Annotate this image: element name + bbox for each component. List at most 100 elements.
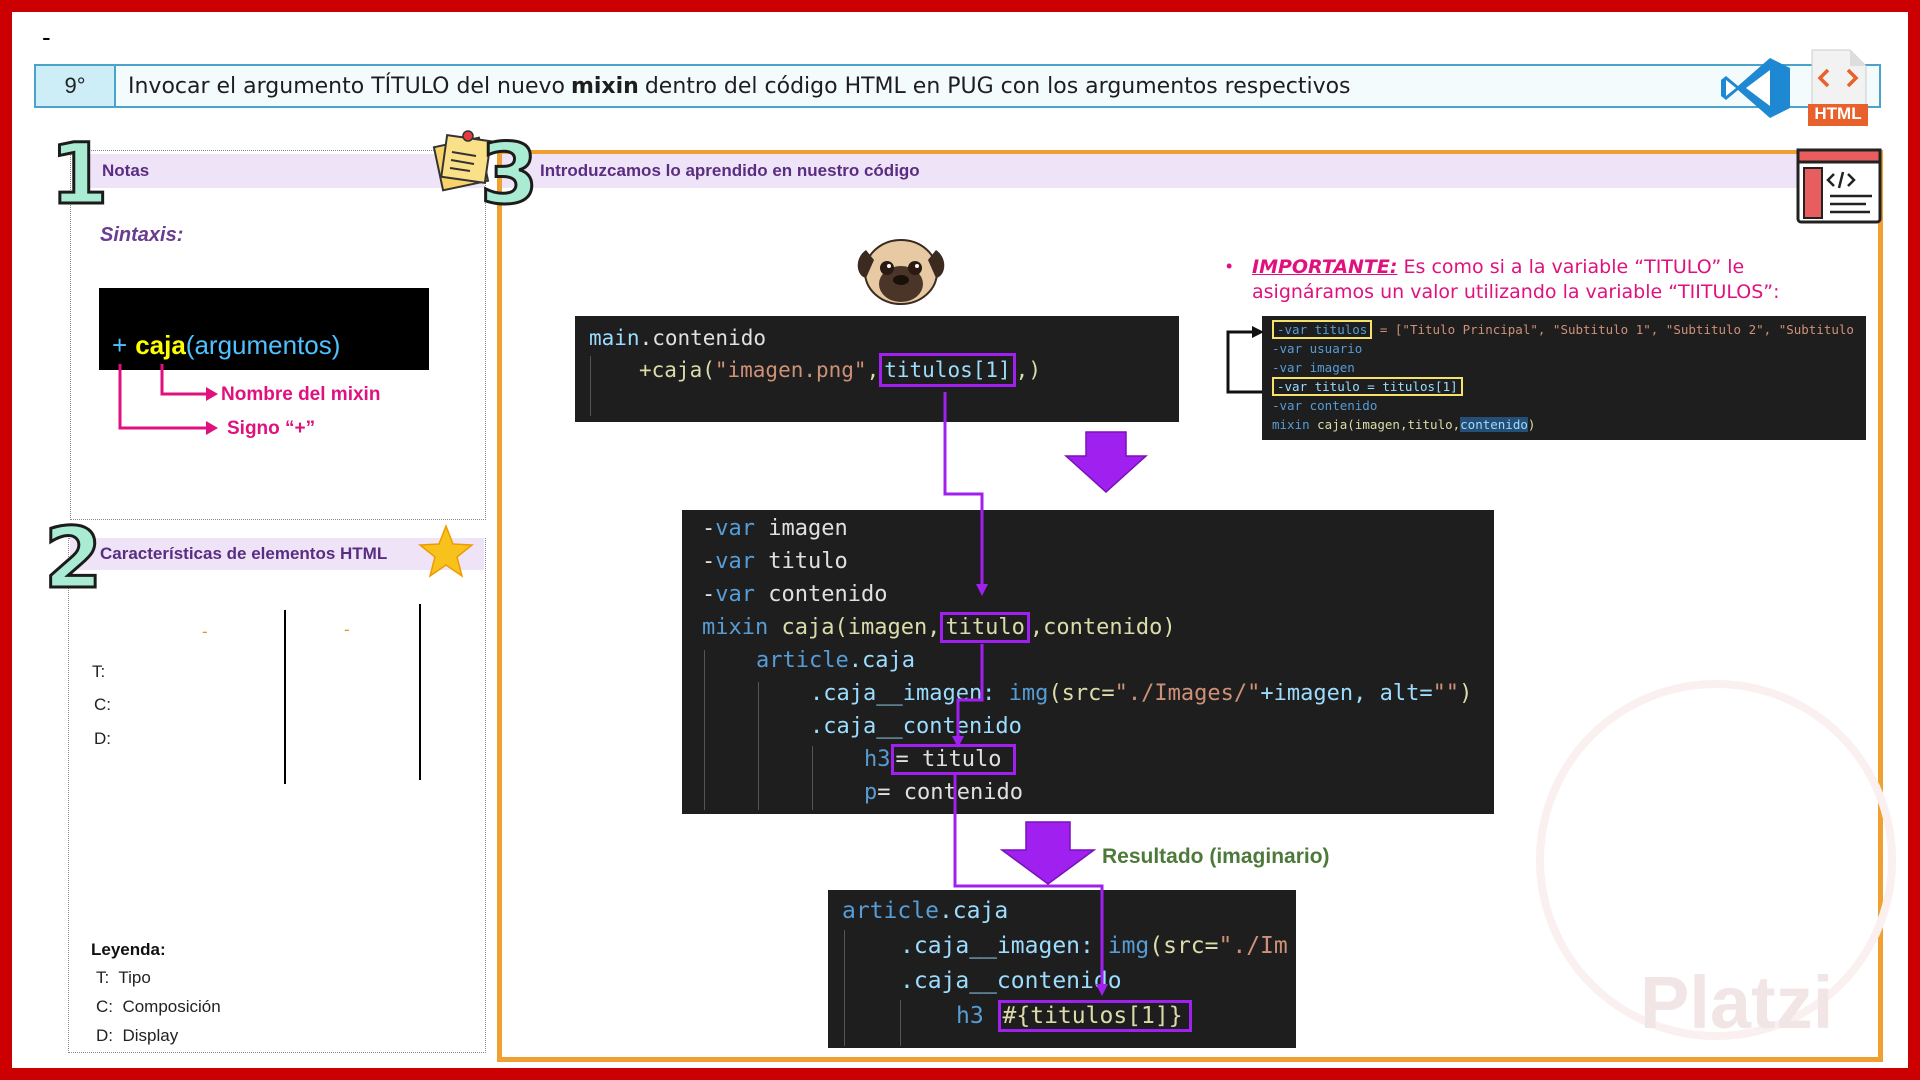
highlight-h3-titulo: = titulo — [890, 744, 1017, 775]
code3-line-4: mixin caja(imagen,titulo,contenido) — [702, 611, 1176, 644]
code-token: -var titulos — [1277, 322, 1368, 337]
code-block-call: main.contenido +caja("imagen.png",titulo… — [575, 316, 1179, 422]
code-token: = ["Titulo Principal", "Subtitulo 1", "S… — [1372, 322, 1854, 337]
step-title: Invocar el argumento TÍTULO del nuevo mi… — [128, 66, 1351, 106]
code-line-1: main.contenido — [589, 322, 766, 354]
notes-band: Notas — [72, 154, 484, 188]
indent-guide — [590, 356, 591, 416]
code4-line-3: .caja__contenido — [900, 968, 1122, 994]
code-token: h3 — [864, 747, 891, 772]
code-token: "imagen.png" — [714, 358, 867, 382]
legend-key: C: — [96, 997, 113, 1016]
important-label: IMPORTANTE: — [1252, 256, 1398, 278]
code-token: ) — [1527, 417, 1536, 432]
code3-line-1: -var imagen — [702, 512, 848, 545]
code2-line-1: -var titulos = ["Titulo Principal", "Sub… — [1272, 320, 1854, 339]
indent-guide — [900, 1000, 901, 1046]
code3-line-3: -var contenido — [702, 578, 887, 611]
row-t-label: T: — [92, 662, 106, 681]
notes-section — [70, 150, 486, 520]
syntax-arrows — [118, 364, 218, 435]
code-token: var — [715, 516, 755, 541]
important-bullet: • — [1226, 256, 1233, 276]
code4-line-2: .caja__imagen: img(src="./Im — [900, 929, 1288, 964]
code-token: , — [866, 358, 880, 382]
legend-value: Display — [122, 1026, 179, 1045]
indent-guide — [704, 650, 705, 810]
code3-line-5: article.caja — [756, 644, 915, 677]
top-dash: - — [42, 22, 51, 52]
code-token: ,contenido) — [1029, 615, 1176, 640]
pug-icon — [857, 239, 945, 305]
highlight-titulos: titulos[1] — [879, 353, 1016, 387]
row-c-label: C: — [94, 695, 111, 714]
vscode-icon — [1721, 58, 1790, 118]
step-title-pre: Invocar el argumento TÍTULO del nuevo — [128, 73, 565, 99]
practice-title: Introduzcamos lo aprendido en nuestro có… — [540, 161, 920, 180]
label-mixin-name: Nombre del mixin — [221, 384, 381, 405]
code-token: caja — [768, 615, 835, 640]
legend-title: Leyenda: — [91, 940, 166, 959]
highlight-titulos-result: #{titulos[1]} — [997, 1000, 1192, 1032]
code-token: .contenido — [639, 326, 767, 350]
code-token: "./Im — [1218, 933, 1288, 959]
step-title-bold: mixin — [570, 73, 639, 99]
code-token: +imagen, alt= — [1260, 681, 1433, 706]
code3-line-9: p= contenido — [864, 776, 1023, 809]
legend-value: Tipo — [118, 968, 151, 987]
code-token: caja — [1317, 417, 1348, 432]
code3-line-6: .caja__imagen: img(src="./Images/"+image… — [810, 677, 1472, 710]
label-plus-sign: Signo “+” — [227, 418, 316, 439]
code-token: +caja( — [639, 358, 715, 382]
legend-key: T: — [96, 968, 110, 987]
code2-line-6: mixin caja(imagen,titulo,contenido) — [1272, 415, 1535, 434]
code-token: titulo — [755, 549, 848, 574]
important-text: Es como si a la variable “TITULO” le asi… — [1252, 256, 1780, 303]
code-token: contenido — [1460, 417, 1528, 432]
code-token: img — [1008, 681, 1049, 706]
code-window-icon — [1796, 148, 1882, 224]
code-token: "" — [1432, 681, 1460, 706]
practice-section — [497, 150, 1883, 1062]
indent-guide — [812, 746, 813, 810]
code-token: .caja__imagen: — [810, 681, 1009, 706]
step-title-post: dentro del código HTML en PUG con los ar… — [644, 73, 1351, 99]
legend-t: T: Tipo — [96, 968, 151, 988]
column-divider-2 — [419, 604, 421, 780]
code-token: contenido — [755, 582, 888, 607]
characteristics-band: Características de elementos HTML — [70, 538, 484, 570]
characteristics-title: Características de elementos HTML — [100, 544, 388, 563]
code-block-mixin: -var imagen -var titulo -var contenido m… — [682, 510, 1494, 814]
code-line-2: +caja("imagen.png",titulos[1],) — [639, 353, 1041, 387]
assign-arrow — [1226, 326, 1264, 394]
code3-line-2: -var titulo — [702, 545, 848, 578]
code-token: (imagen,titulo, — [1347, 417, 1461, 432]
syntax-code: +caja(argumentos) — [112, 330, 340, 361]
practice-band: Introduzcamos lo aprendido en nuestro có… — [502, 154, 1878, 188]
code3-line-7: .caja__contenido — [810, 714, 1022, 739]
column2-dash: - — [344, 620, 350, 639]
html-badge: HTML — [1814, 104, 1862, 123]
section-number-1: 1 — [48, 125, 109, 223]
code-token: - — [702, 549, 716, 574]
code-block-result: article.caja .caja__imagen: img(src="./I… — [828, 890, 1296, 1048]
code-token: (imagen, — [834, 615, 941, 640]
code-token: (src= — [1149, 933, 1219, 959]
code-token: mixin — [1272, 417, 1318, 432]
watermark-text: Platzi — [1640, 961, 1834, 1044]
code-token: .caja — [848, 648, 915, 673]
code-token: "./Images/" — [1114, 681, 1261, 706]
code-token: img — [1107, 933, 1150, 959]
indent-guide — [758, 682, 759, 810]
syntax-code-box — [99, 288, 429, 370]
watermark-circle — [1536, 680, 1896, 1040]
code-token: - — [702, 516, 716, 541]
code-token: = contenido — [877, 780, 1023, 805]
legend-d: D: Display — [96, 1026, 178, 1046]
code-token: var — [715, 549, 755, 574]
legend-key: D: — [96, 1026, 113, 1045]
sticky-notes-icon — [432, 130, 492, 192]
code-token: .caja — [938, 898, 1009, 924]
column-divider-1 — [284, 610, 286, 784]
code-token: article — [756, 648, 849, 673]
